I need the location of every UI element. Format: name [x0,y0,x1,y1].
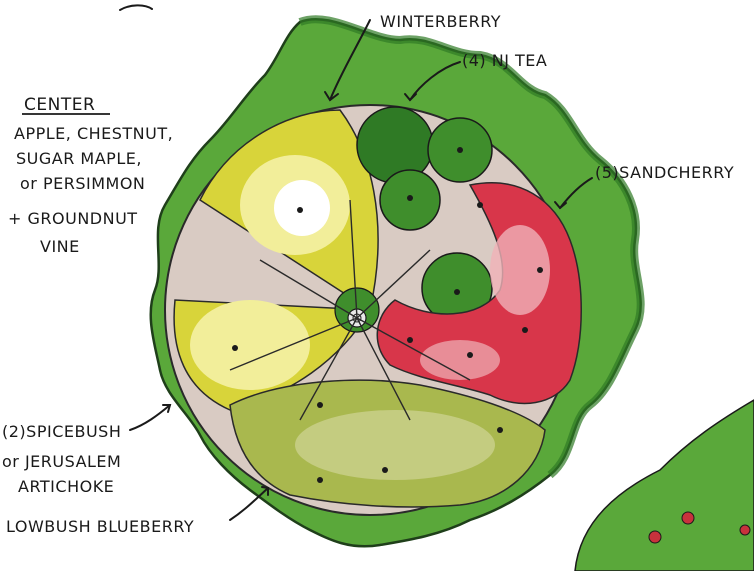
center-line2-label: SUGAR MAPLE, [16,149,142,168]
winterberry-label: WINTERBERRY [380,12,501,31]
jerusalem-line2-label: ARTICHOKE [18,477,114,496]
jerusalem-line1-label: or JERUSALEM [2,452,121,471]
center-title-label: CENTER [24,95,95,115]
groundnut-line2-label: VINE [40,237,80,256]
neighbor-tree [575,400,754,571]
groundnut-line1-label: + GROUNDNUT [8,209,138,228]
sandcherry-label: (5)SANDCHERRY [595,163,734,182]
center-line1-label: APPLE, CHESTNUT, [14,124,173,143]
nj-tea-label: (4) NJ TEA [462,51,547,70]
center-line3-label: or PERSIMMON [20,174,145,193]
spicebush-label: (2)SPICEBUSH [2,422,121,441]
lowbush-blueberry-label: LOWBUSH BLUEBERRY [6,517,194,536]
